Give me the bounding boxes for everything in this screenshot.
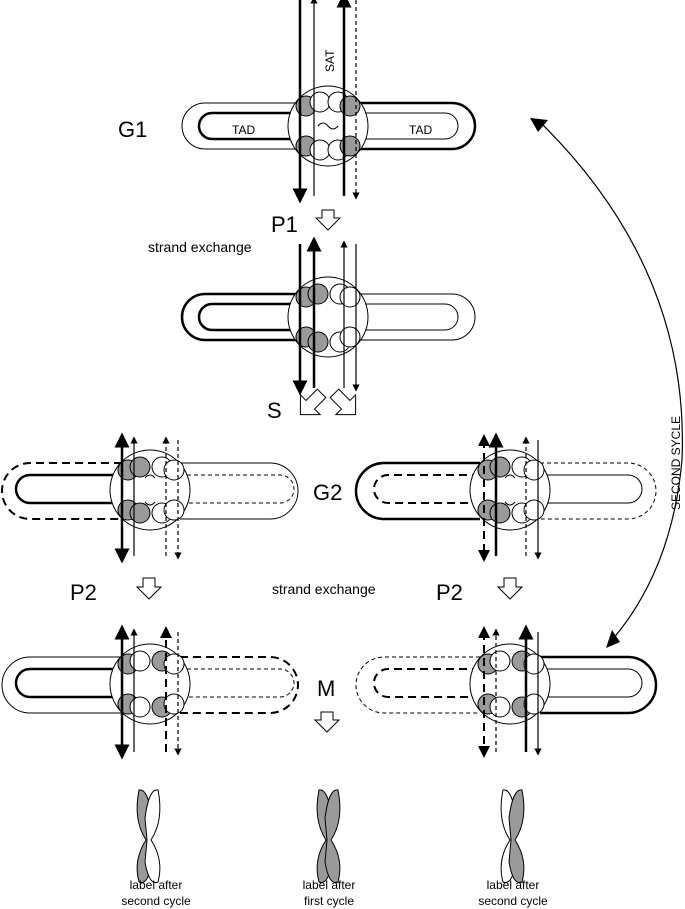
strand-exchange-label-1: strand exchange: [148, 239, 252, 255]
chromosome-caption-middle-line1: label after: [303, 878, 356, 892]
chromosome-caption-left-line2: second cycle: [121, 894, 191, 908]
sat-label: SAT: [323, 49, 337, 72]
s-arrow-left: [299, 388, 327, 416]
s-arrow-right: [329, 388, 357, 416]
chromosome-caption-left-line1: label after: [130, 878, 183, 892]
second-cycle-label: SECOND SYCLE: [669, 416, 683, 510]
tad-label-left: TAD: [232, 123, 255, 137]
g2-left-module: [1, 432, 299, 564]
phase-label-p2-right: P2: [436, 580, 463, 605]
g2-right-module: [354, 432, 657, 562]
tad-label-right: TAD: [409, 123, 432, 137]
phase-label-m: M: [317, 676, 335, 701]
chromosome-caption-middle-line2: first cycle: [304, 894, 354, 908]
chromosome-left: [136, 789, 161, 884]
p2-left-arrow: [135, 577, 163, 600]
chromosome-middle: [316, 789, 341, 884]
second-cycle-arrow: [539, 121, 684, 641]
chromosome-caption-right-line1: label after: [487, 878, 540, 892]
m-left-module: [1, 624, 299, 760]
phase-label-p1: P1: [271, 212, 298, 237]
phase-label-g2: G2: [313, 480, 342, 505]
g1-module: [181, 0, 477, 204]
m-right-module: [355, 624, 658, 758]
second-cycle-arrowhead-bottom: [606, 630, 620, 648]
m-arrow: [313, 711, 341, 733]
phase-label-p2-left: P2: [70, 580, 97, 605]
second-cycle-arrowhead-top: [530, 118, 548, 132]
chromosome-caption-right-line2: second cycle: [478, 894, 548, 908]
chromosome-right: [500, 789, 525, 884]
p1-arrow: [314, 209, 342, 231]
phase-label-g1: G1: [118, 117, 147, 142]
p1-module: [180, 236, 476, 396]
phase-label-s: S: [267, 398, 282, 423]
p2-right-arrow: [496, 577, 524, 600]
strand-exchange-label-2: strand exchange: [272, 581, 376, 597]
